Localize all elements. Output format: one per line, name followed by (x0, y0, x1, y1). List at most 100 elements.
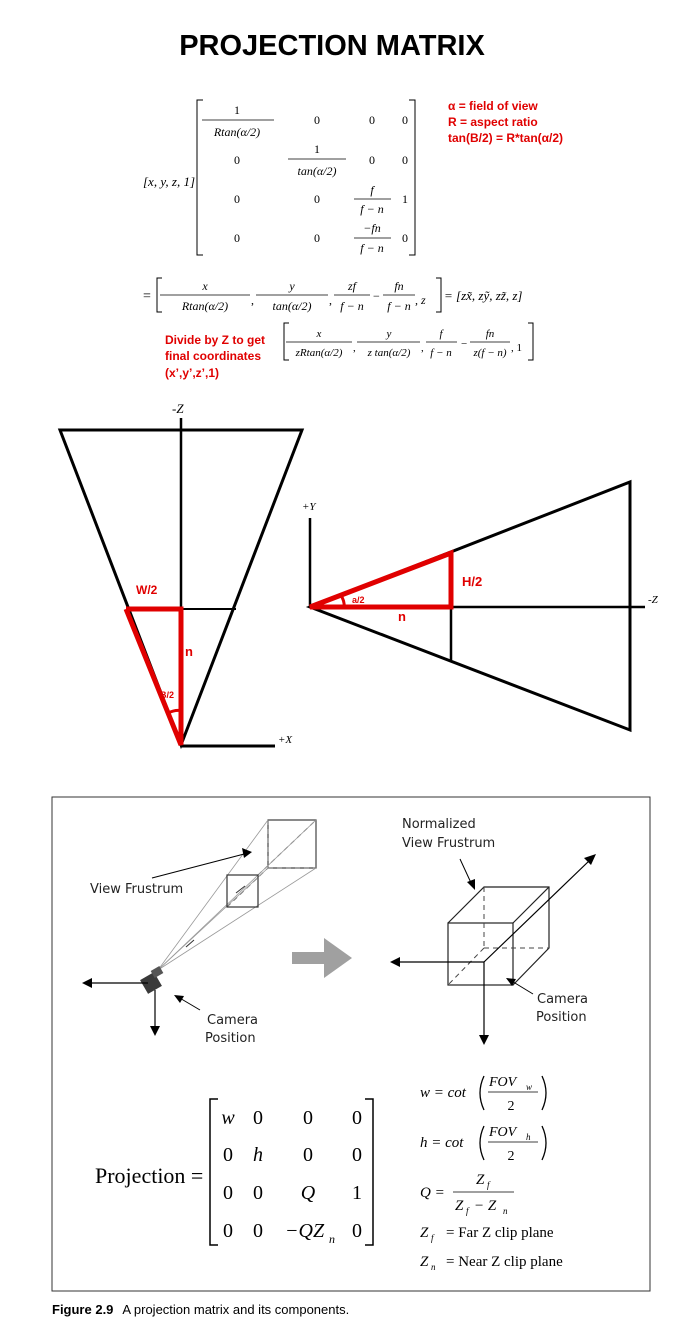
m12: 0 (314, 113, 320, 127)
label-h2: H/2 (462, 574, 482, 589)
divide-line2: final coordinates (165, 349, 261, 363)
label-a2: a/2 (352, 595, 365, 605)
top-view-diagram: -Z +X W/2 n B/2 (57, 401, 305, 750)
note-aspect-ratio: R = aspect ratio (448, 115, 538, 129)
top-matrix-equation: [x, y, z, 1] 1 Rtan(α/2) 0 0 0 0 1 tan(α… (143, 99, 416, 256)
m43-num: −fn (363, 221, 380, 235)
svg-text:0: 0 (352, 1144, 362, 1166)
m42: 0 (314, 231, 320, 245)
m33-num: f (370, 183, 375, 197)
def-zf: = Far Z clip plane (446, 1225, 554, 1241)
svg-text:0: 0 (352, 1220, 362, 1242)
side-red-triangle (309, 549, 454, 610)
pm-q: Q (301, 1182, 316, 1204)
final-d1-den: zRtan(α/2) (295, 347, 343, 359)
result-equation: = x Rtan(α/2) , y tan(α/2) , zf f − n − … (143, 277, 522, 313)
result-t1-num: x (201, 279, 208, 293)
svg-text:0: 0 (223, 1220, 233, 1242)
m44: 0 (402, 231, 408, 245)
note-tan-relation: tan(B/2) = R*tan(α/2) (448, 131, 563, 145)
result-t3-den: f − n (340, 299, 363, 313)
svg-text:,: , (329, 293, 332, 307)
label-b2: B/2 (160, 690, 174, 700)
final-d2-num: y (386, 328, 392, 340)
svg-text:−: − (461, 338, 467, 350)
label-w2: W/2 (136, 583, 158, 597)
side-axis-neg-z: -Z (648, 594, 659, 606)
row-vector: [x, y, z, 1] (143, 174, 195, 189)
final-d4-den: z(f − n) (472, 347, 506, 359)
final-d1-num: x (316, 328, 322, 340)
svg-text:2: 2 (508, 1099, 515, 1114)
transform-arrow-icon (292, 938, 352, 978)
svg-text:0: 0 (303, 1107, 313, 1129)
m22-num: 1 (314, 142, 320, 156)
def-q: Q = (420, 1185, 445, 1201)
figure-caption: Figure 2.9 A projection matrix and its c… (52, 1302, 349, 1317)
projection-label: Projection = (95, 1163, 203, 1188)
matrix-right-bracket (409, 99, 416, 256)
svg-text:− Z: − Z (474, 1198, 497, 1214)
final-tail: , 1 (511, 342, 522, 354)
figure-frame (51, 796, 651, 1292)
result-rhs: = [zx̃, zỹ, zz̃, z] (444, 288, 522, 303)
m21: 0 (234, 153, 240, 167)
m14: 0 (402, 113, 408, 127)
normalized-cube (447, 886, 550, 986)
m41: 0 (234, 231, 240, 245)
def-zf-symbol: Z (420, 1225, 429, 1241)
m31: 0 (234, 192, 240, 206)
m33-den: f − n (360, 202, 383, 216)
final-d3-den: f − n (430, 347, 452, 359)
svg-text:FOV: FOV (488, 1125, 518, 1140)
final-d3-num: f (439, 328, 444, 340)
near-plane-square (226, 874, 259, 908)
svg-text:FOV: FOV (488, 1075, 518, 1090)
side-axis-pos-y: +Y (302, 501, 317, 513)
label-camera-position-left-1: Camera (207, 1013, 258, 1028)
svg-text:0: 0 (223, 1144, 233, 1166)
svg-text:h: h (526, 1132, 531, 1142)
def-zn: = Near Z clip plane (446, 1254, 563, 1270)
camera-icon (140, 966, 164, 994)
label-camera-position-right-2: Position (536, 1010, 587, 1025)
svg-text:2: 2 (508, 1149, 515, 1164)
svg-text:w: w (526, 1082, 532, 1092)
svg-text:Z: Z (476, 1172, 485, 1188)
m22-den: tan(α/2) (298, 164, 337, 178)
svg-text:f: f (466, 1206, 470, 1216)
label-top-n: n (185, 644, 193, 659)
m32: 0 (314, 192, 320, 206)
final-d2-den: z tan(α/2) (367, 347, 411, 359)
note-field-of-view: α = field of view (448, 99, 538, 113)
svg-text:−: − (373, 289, 380, 303)
result-t2-num: y (288, 279, 295, 293)
pm-w: w (221, 1107, 235, 1129)
svg-text:,: , (251, 293, 254, 307)
result-tail: , z (415, 293, 426, 307)
svg-text:0: 0 (253, 1220, 263, 1242)
svg-text:n: n (431, 1262, 436, 1272)
svg-text:0: 0 (223, 1182, 233, 1204)
caption-label: Figure 2.9 (52, 1302, 113, 1317)
m13: 0 (369, 113, 375, 127)
svg-text:0: 0 (253, 1107, 263, 1129)
svg-text:0: 0 (303, 1144, 313, 1166)
svg-text:0: 0 (253, 1182, 263, 1204)
def-w: w = cot (420, 1085, 467, 1101)
result-t2-den: tan(α/2) (273, 299, 312, 313)
def-zn-symbol: Z (420, 1254, 429, 1270)
m11-num: 1 (234, 103, 240, 117)
label-camera-position-right-1: Camera (537, 992, 588, 1007)
divide-line3: (x’,y’,z’,1) (165, 366, 219, 380)
divide-line1: Divide by Z to get (165, 333, 265, 347)
top-axis-neg-z: -Z (172, 401, 184, 416)
label-view-frustum: View Frustrum (90, 882, 183, 897)
svg-text:,: , (353, 342, 356, 354)
svg-text:Z: Z (455, 1198, 464, 1214)
def-h: h = cot (420, 1135, 464, 1151)
figure-box: View Frustrum Camera Position Normalized… (51, 796, 651, 1292)
m24: 0 (402, 153, 408, 167)
label-normalized-1: Normalized (402, 817, 476, 832)
